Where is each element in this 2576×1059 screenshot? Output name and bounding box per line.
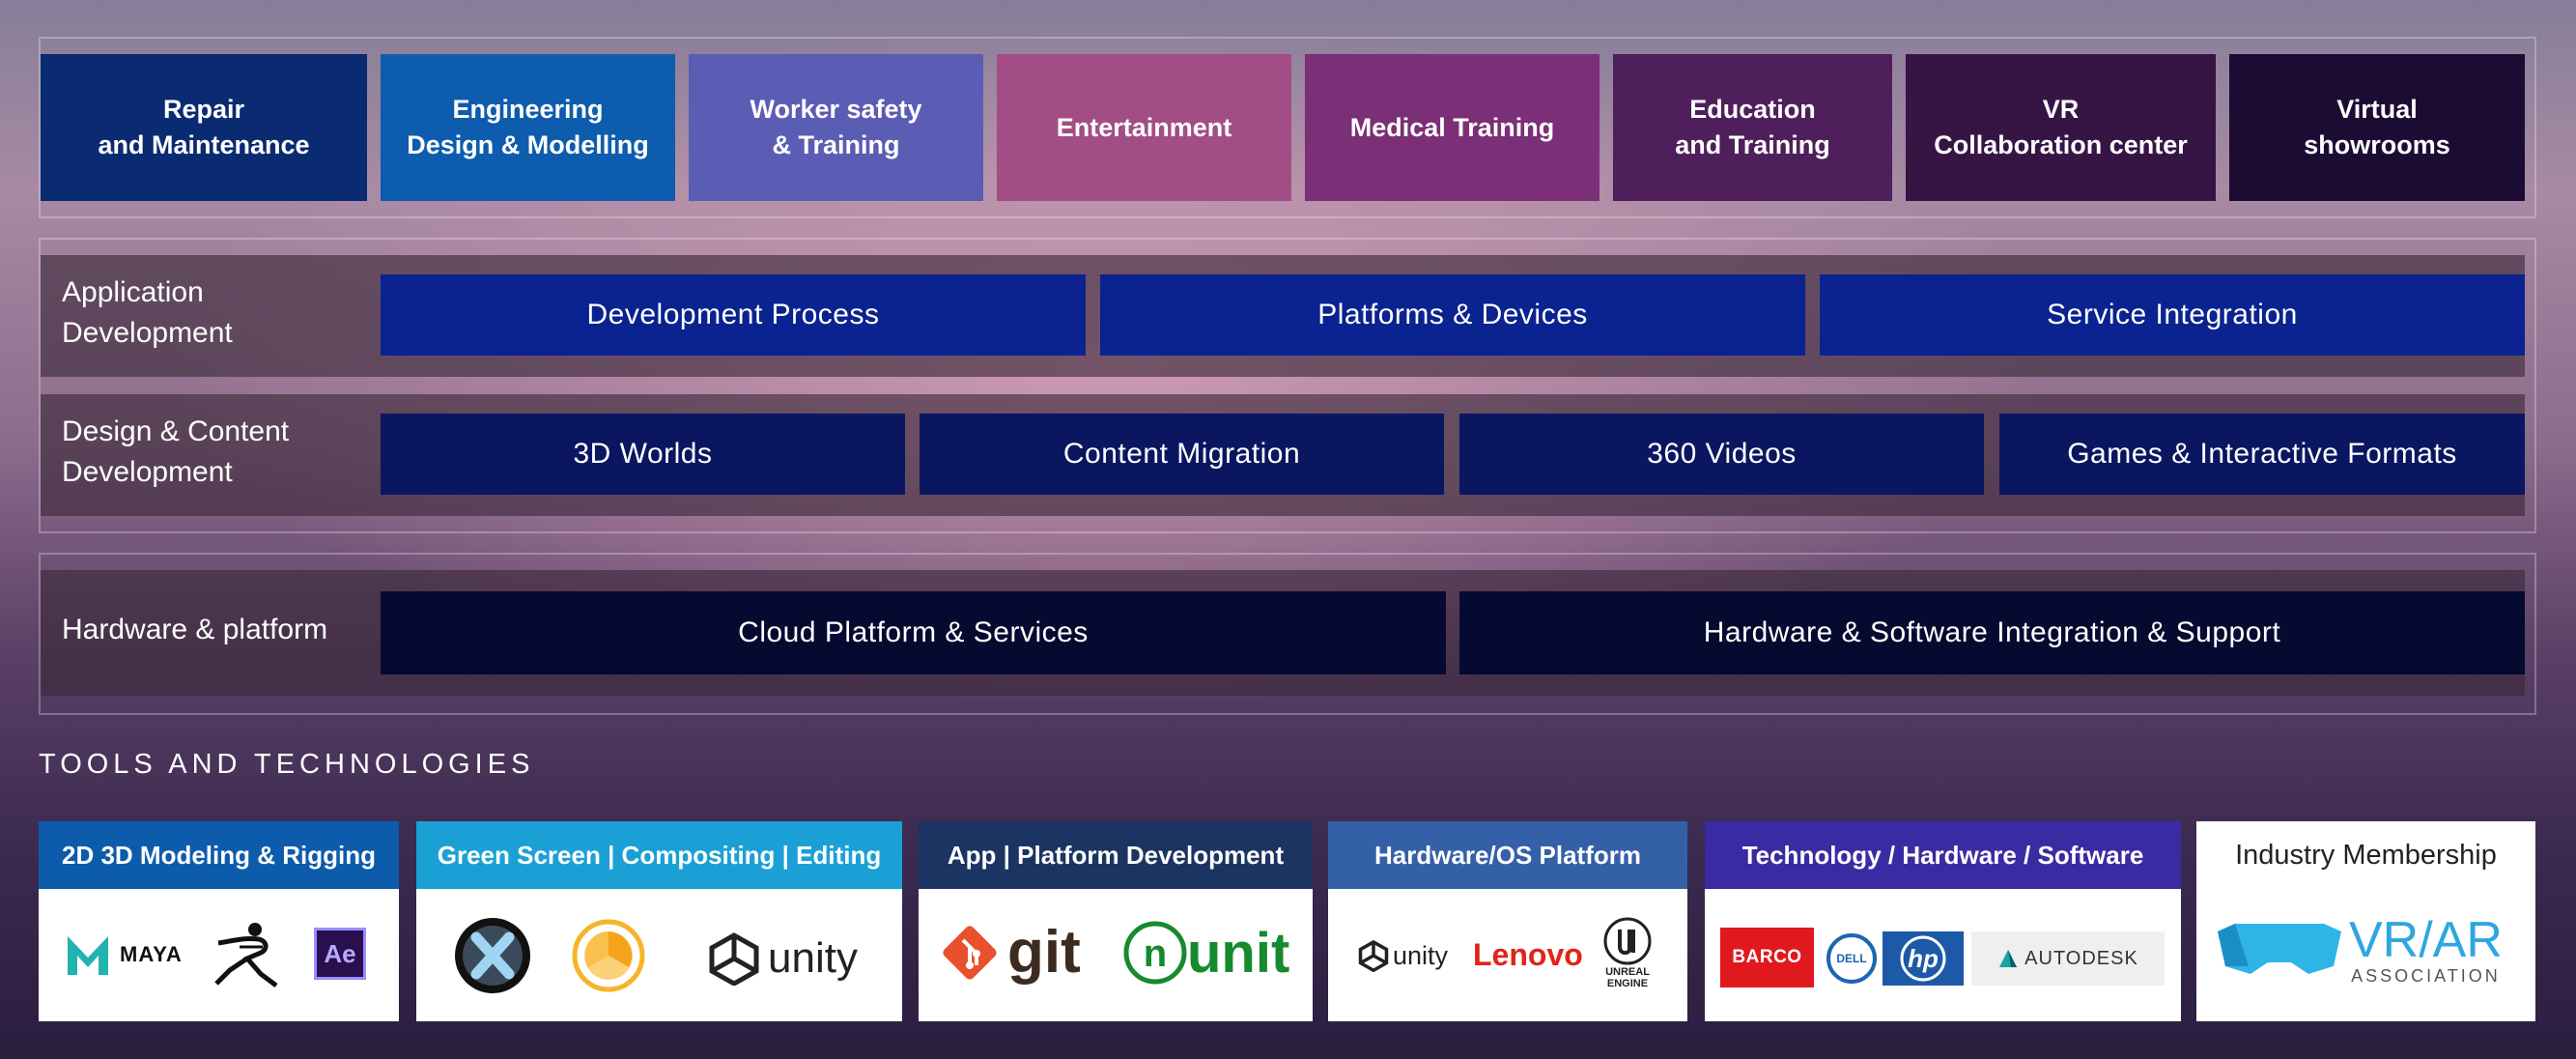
industry-tile-6[interactable]: VR Collaboration center [1906, 54, 2216, 201]
tools-title: TOOLS AND TECHNOLOGIES [39, 749, 535, 780]
tool-card-modeling: 2D 3D Modeling & Rigging MAYA Ae [39, 821, 399, 1021]
industry-tile-0[interactable]: Repair and Maintenance [41, 54, 367, 201]
x-logo [453, 916, 532, 995]
card-title: App | Platform Development [919, 821, 1313, 889]
hp-icon [1900, 935, 1946, 982]
after-effects-logo: Ae [314, 928, 366, 980]
unity-logo: unity [1357, 939, 1448, 972]
card-title: Technology / Hardware / Software [1705, 821, 2181, 889]
industry-tile-2[interactable]: Worker safety & Training [689, 54, 983, 201]
industries-frame [39, 37, 2536, 218]
x-icon [455, 918, 530, 993]
dell-logo: DELL [1826, 933, 1877, 984]
maya-logo: MAYA [66, 930, 183, 980]
app-dev-label: Application Development [62, 276, 233, 349]
hardware-label: Hardware & platform [62, 614, 328, 645]
lenovo-logo: Lenovo [1473, 937, 1583, 972]
card-title: Industry Membership [2196, 821, 2535, 889]
unity-icon [1358, 939, 1389, 972]
cell-3d-worlds[interactable]: 3D Worlds [381, 414, 905, 495]
development-frame [39, 238, 2536, 533]
cell-platforms-devices[interactable]: Platforms & Devices [1100, 274, 1805, 356]
git-logo: git [938, 918, 1081, 987]
nunit-logo: n unit [1123, 918, 1289, 987]
git-icon [943, 925, 997, 980]
barco-logo: BARCO [1720, 928, 1814, 987]
card-title: 2D 3D Modeling & Rigging [39, 821, 399, 889]
tool-card-compositing: Green Screen | Compositing | Editing uni… [416, 821, 902, 1021]
autodesk-logo: AUTODESK [1971, 931, 2165, 986]
industry-tile-4[interactable]: Medical Training [1305, 54, 1599, 201]
unreal-icon [1603, 917, 1652, 965]
card-title: Hardware/OS Platform [1328, 821, 1687, 889]
cell-360-videos[interactable]: 360 Videos [1459, 414, 1984, 495]
tool-card-app-platform: App | Platform Development git n unit [919, 821, 1313, 1021]
tool-card-hardware-os: Hardware/OS Platform unity Lenovo UNREAL… [1328, 821, 1687, 1021]
autodesk-icon [1999, 950, 2018, 967]
nuke-icon [572, 919, 645, 992]
cell-content-migration[interactable]: Content Migration [920, 414, 1444, 495]
nuke-logo [571, 918, 646, 993]
industry-tile-7[interactable]: Virtual showrooms [2229, 54, 2525, 201]
vr-headset-icon [2218, 923, 2341, 974]
cell-service-integration[interactable]: Service Integration [1820, 274, 2525, 356]
design-dev-label: Design & Content Development [62, 415, 290, 488]
hardware-frame [39, 553, 2536, 715]
svg-text:n: n [1144, 932, 1167, 975]
nunit-icon: n [1123, 921, 1187, 985]
vr-ar-association-logo: VR/AR ASSOCIATION [2214, 914, 2503, 987]
maya-icon [68, 936, 108, 975]
unity-icon [709, 932, 759, 986]
unreal-engine-logo: UNREAL ENGINE [1589, 916, 1666, 989]
cell-cloud-platform[interactable]: Cloud Platform & Services [381, 591, 1446, 674]
tool-card-technology: Technology / Hardware / Software BARCO D… [1705, 821, 2181, 1021]
card-title: Green Screen | Compositing | Editing [416, 821, 902, 889]
tool-card-membership: Industry Membership VR/AR ASSOCIATION [2196, 821, 2535, 1021]
unity-logo: unity [706, 931, 858, 986]
industry-tile-3[interactable]: Entertainment [997, 54, 1291, 201]
zbrush-logo [211, 920, 284, 989]
industry-tile-1[interactable]: Engineering Design & Modelling [381, 54, 675, 201]
cell-games-interactive[interactable]: Games & Interactive Formats [1999, 414, 2525, 495]
zbrush-icon [214, 923, 278, 987]
cell-development-process[interactable]: Development Process [381, 274, 1086, 356]
industry-tile-5[interactable]: Education and Training [1613, 54, 1892, 201]
hp-logo: hp [1882, 931, 1964, 986]
cell-hw-sw-integration[interactable]: Hardware & Software Integration & Suppor… [1459, 591, 2525, 674]
